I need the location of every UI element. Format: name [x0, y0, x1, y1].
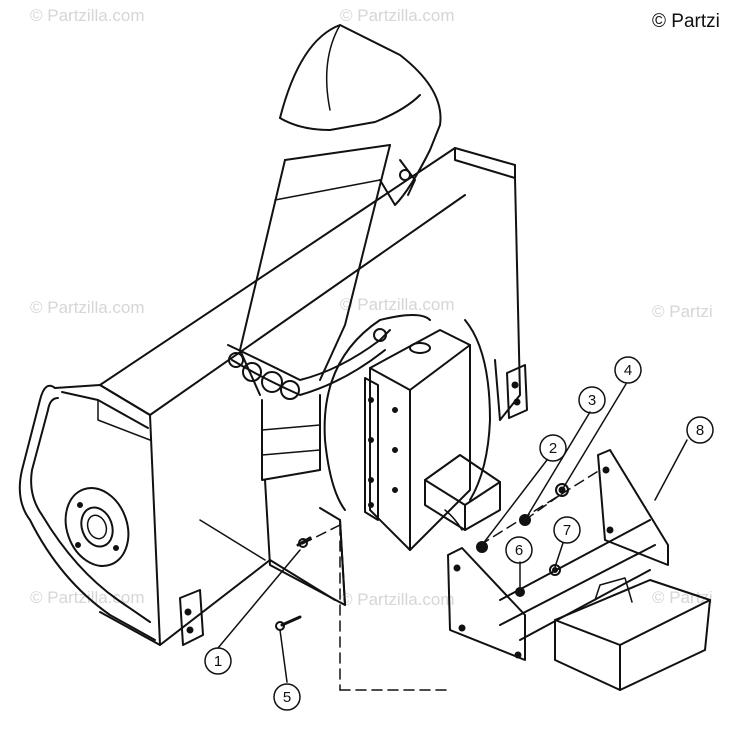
- hitch-bracket: [447, 449, 711, 691]
- callout-6: 6: [505, 536, 533, 564]
- callout-1: 1: [204, 647, 232, 675]
- bolt-5: [275, 615, 302, 631]
- discharge-chute: [239, 24, 442, 396]
- watermark: © Partzilla.com: [340, 6, 455, 25]
- watermark: © Partzilla.com: [30, 6, 145, 25]
- watermark: © Partzilla.com: [30, 298, 145, 317]
- left-mounting-bracket: [179, 589, 204, 646]
- watermark: © Partzilla.com: [340, 590, 455, 609]
- svg-text:5: 5: [283, 689, 291, 706]
- watermark: © Partzi: [652, 302, 713, 321]
- watermark: © Partzilla.com: [340, 295, 455, 314]
- chute-ring: [227, 328, 391, 400]
- copyright-label: © Partzi: [652, 11, 720, 32]
- lower-plate: [264, 479, 346, 606]
- hardware: [476, 483, 569, 597]
- callout-2: 2: [539, 434, 567, 462]
- callout-5: 5: [273, 683, 301, 711]
- leader-lines: [217, 383, 688, 683]
- chute-neck: [261, 394, 321, 481]
- bolt-1: [296, 536, 312, 548]
- svg-text:1: 1: [214, 653, 222, 670]
- svg-text:3: 3: [588, 392, 596, 409]
- callout-4: 4: [614, 356, 642, 384]
- svg-text:8: 8: [696, 422, 704, 439]
- right-mounting-bracket: [506, 364, 528, 419]
- svg-text:7: 7: [563, 522, 571, 539]
- side-plate: [18, 384, 156, 641]
- svg-text:4: 4: [624, 362, 632, 379]
- callout-8: 8: [686, 416, 714, 444]
- svg-text:2: 2: [549, 440, 557, 457]
- watermark: © Partzi: [652, 588, 713, 607]
- svg-text:6: 6: [515, 542, 523, 559]
- impeller-housing: [323, 314, 491, 511]
- callout-7: 7: [553, 516, 581, 544]
- gearbox: [364, 329, 501, 551]
- callout-3: 3: [578, 386, 606, 414]
- auger-bearing-hub: [64, 487, 130, 567]
